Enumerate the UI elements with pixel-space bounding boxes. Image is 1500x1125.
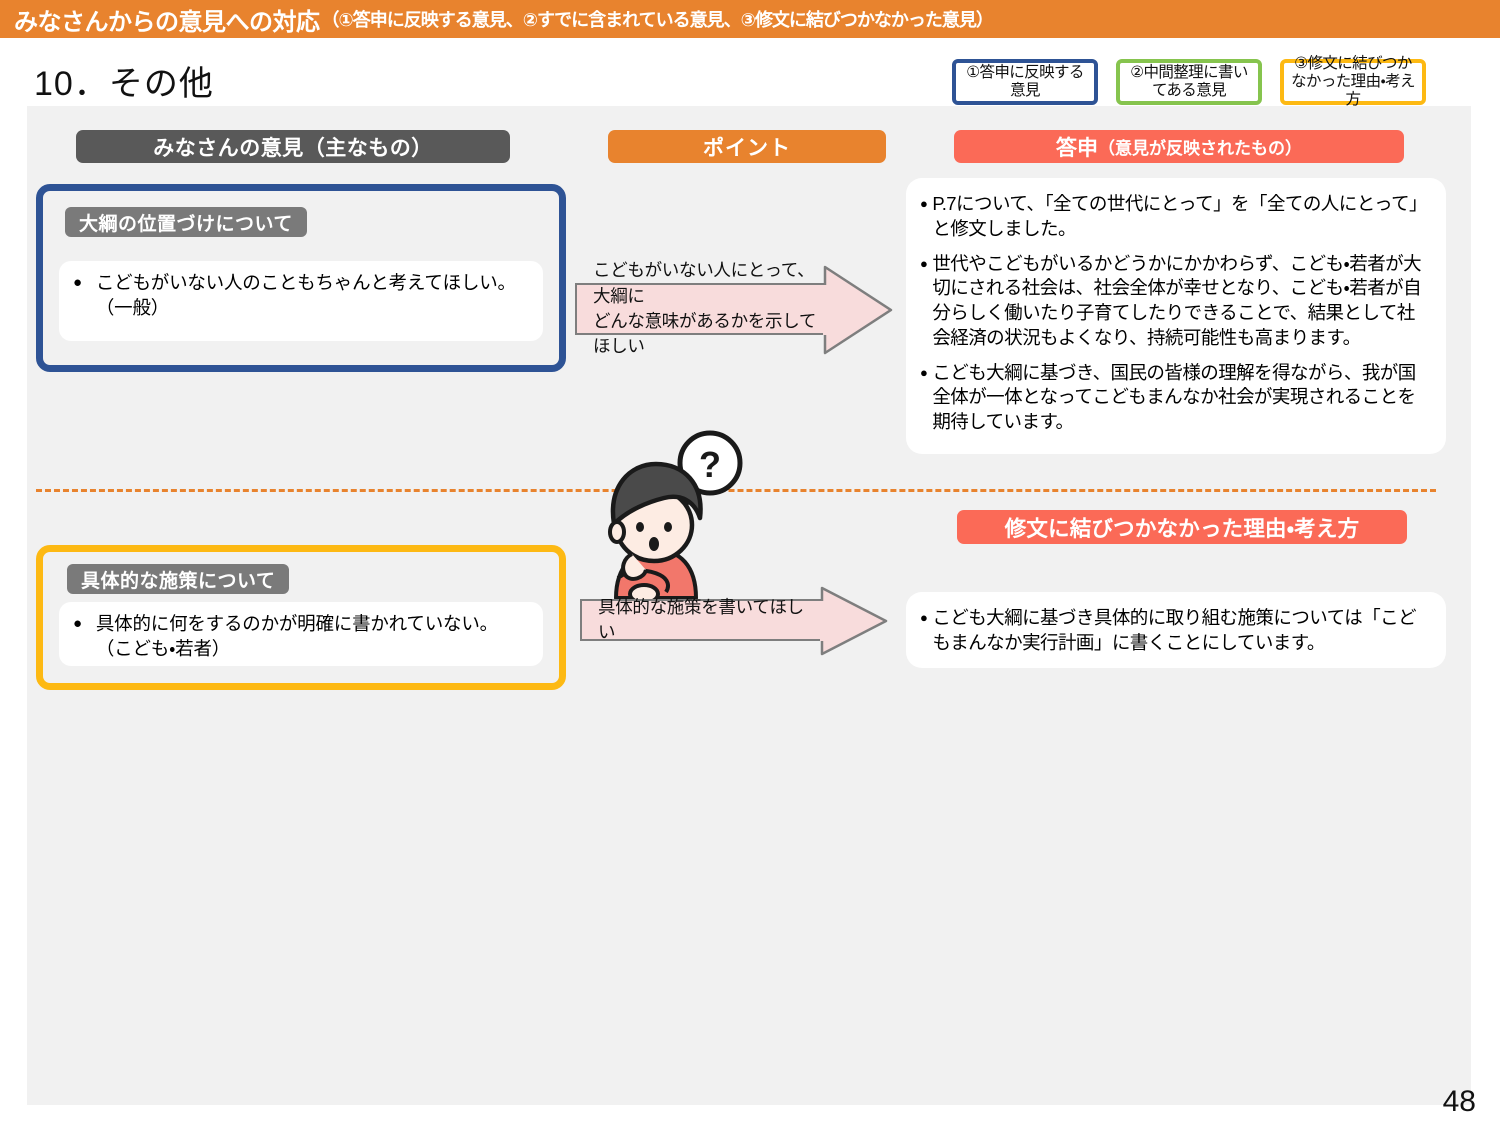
legend-chip-label: ①答申に反映する意見 (966, 63, 1084, 99)
legend-chip-label: ②中間整理に書いてある意見 (1130, 63, 1248, 99)
answer-item: ● 世代やこどもがいるかどうかにかかわらず、こども・若者が大切にされる社会は、社… (920, 252, 1428, 351)
column-header-points: ポイント (608, 130, 886, 163)
opinion-box-taiko: 大綱の位置づけについて ● こどもがいない人のこともちゃんと考えてほしい。 （一… (36, 184, 566, 372)
opinion-card: ● こどもがいない人のこともちゃんと考えてほしい。 （一般） (59, 261, 543, 341)
page-title: 10．その他 (34, 65, 214, 103)
answer-text: こども大綱に基づき、国民の皆様の理解を得ながら、我が国全体が一体となってこどもま… (932, 361, 1416, 433)
bullet-icon: ● (920, 255, 928, 271)
column-header-opinions-label: みなさんの意見（主なもの） (153, 136, 433, 160)
column-header-opinions: みなさんの意見（主なもの） (76, 130, 510, 163)
legend-chip-reflected: ①答申に反映する意見 (952, 59, 1098, 105)
column-header-points-label: ポイント (703, 136, 791, 160)
list-item: ● こどもがいない人のこともちゃんと考えてほしい。 （一般） (59, 261, 543, 321)
reason-header: 修文に結びつかなかった理由・考え方 (957, 510, 1407, 544)
banner-subtitle: （①答申に反映する意見、②すでに含まれている意見、③修文に結びつかなかった意見） (321, 10, 994, 30)
reason-header-label: 修文に結びつかなかった理由・考え方 (1004, 516, 1360, 541)
column-header-answer-label: 答申 (1056, 136, 1098, 160)
bullet-icon: ● (73, 615, 82, 632)
point-arrow-2-text: 具体的な施策を書いてほしい (598, 596, 804, 642)
column-header-answer-sublabel: （意見が反映されたもの） (1098, 139, 1302, 158)
bullet-icon: ● (920, 196, 928, 211)
answer-text: こども大綱に基づき具体的に取り組む施策については「こどもまんなか実行計画」に書く… (932, 607, 1417, 653)
legend-chip-not-revised: ③修文に結びつかなかった理由・考え方 (1280, 55, 1426, 108)
opinion-box-shisaku: 具体的な施策について ● 具体的に何をするのかが明確に書かれていない。 （こども… (36, 545, 566, 690)
top-banner: みなさんからの意見への対応 （①答申に反映する意見、②すでに含まれている意見、③… (0, 0, 1500, 38)
thinking-child-illustration: ? (588, 428, 768, 603)
bullet-icon: ● (920, 610, 928, 625)
banner-title: みなさんからの意見への対応 (14, 8, 320, 36)
point-arrow-1-text: こどもがいない人にとって、大綱に どんな意味があるかを示してほしい (593, 260, 817, 357)
opinion-text: こどもがいない人のこともちゃんと考えてほしい。 （一般） (95, 272, 516, 318)
answer-item: ● こども大綱に基づき具体的に取り組む施策については「こどもまんなか実行計画」に… (920, 606, 1428, 656)
point-arrow-2: 具体的な施策を書いてほしい (580, 597, 822, 642)
bullet-icon: ● (73, 274, 82, 291)
point-arrow-1: こどもがいない人にとって、大綱に どんな意味があるかを示してほしい (575, 260, 825, 356)
opinion-text: 具体的に何をするのかが明確に書かれていない。 （こども・若者） (95, 613, 498, 659)
answer-box-1: ● P.7について、「全ての世代にとって」を「全ての人にとって」と修文しました。… (906, 178, 1446, 454)
legend: ①答申に反映する意見 ②中間整理に書いてある意見 ③修文に結びつかなかった理由・… (952, 55, 1426, 108)
svg-text:?: ? (699, 444, 721, 485)
answer-item: ● こども大綱に基づき、国民の皆様の理解を得ながら、我が国全体が一体となってこど… (920, 361, 1428, 435)
answer-text: 世代やこどもがいるかどうかにかかわらず、こども・若者が大切にされる社会は、社会全… (932, 252, 1422, 348)
answer-text: P.7について、「全ての世代にとって」を「全ての人にとって」と修文しました。 (932, 193, 1428, 239)
section-divider (36, 489, 1436, 492)
answer-box-2: ● こども大綱に基づき具体的に取り組む施策については「こどもまんなか実行計画」に… (906, 592, 1446, 668)
column-header-answer: 答申 （意見が反映されたもの） (954, 130, 1404, 163)
list-item: ● 具体的に何をするのかが明確に書かれていない。 （こども・若者） (59, 602, 543, 662)
opinion-card: ● 具体的に何をするのかが明確に書かれていない。 （こども・若者） (59, 602, 543, 666)
legend-chip-interim: ②中間整理に書いてある意見 (1116, 59, 1262, 105)
legend-chip-label: ③修文に結びつかなかった理由・考え方 (1291, 54, 1415, 109)
answer-item: ● P.7について、「全ての世代にとって」を「全ての人にとって」と修文しました。 (920, 192, 1428, 242)
opinion-tag: 大綱の位置づけについて (65, 207, 307, 237)
bullet-icon: ● (920, 364, 928, 380)
page-number: 48 (1442, 1085, 1476, 1118)
opinion-tag: 具体的な施策について (67, 564, 290, 594)
